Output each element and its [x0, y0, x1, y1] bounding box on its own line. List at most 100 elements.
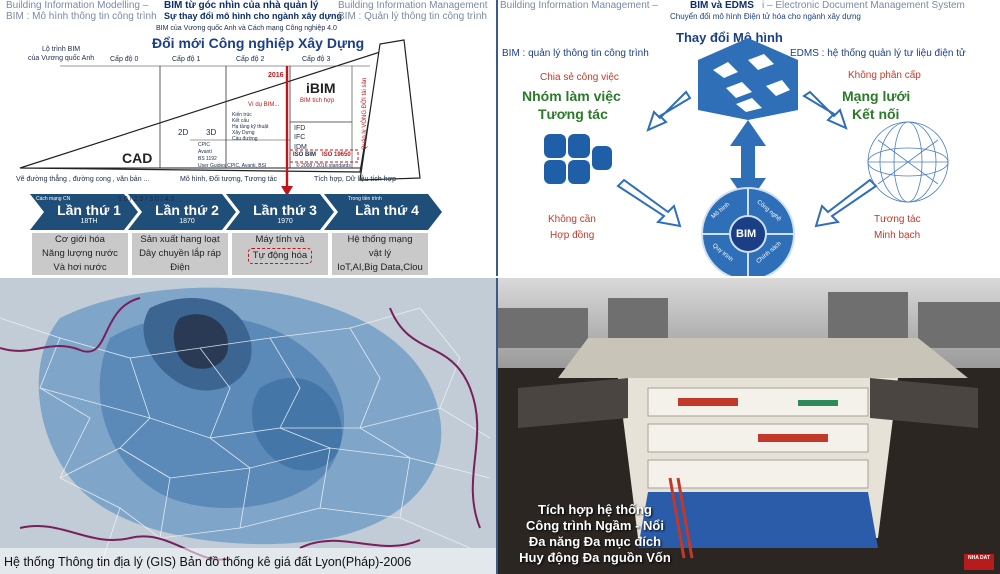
left-big-label-2: Tương tác — [538, 106, 608, 122]
underground-complex-panel: Tích hợp hệ thống Công trình Ngầm - Nổi … — [498, 278, 1000, 574]
stage-2-item: Sản xuất hang loạt — [140, 234, 220, 245]
gis-map-panel: Hệ thống Thông tin địa lý (GIS) Bản đồ t… — [0, 278, 496, 574]
discipline-0: Kiến trúc — [232, 112, 252, 118]
q2-header-right: i – Electronic Document Management Syste… — [762, 0, 965, 11]
edms-definition: EDMS : hệ thống quản lý tư liệu điện tử — [790, 48, 966, 59]
label-2d: 2D — [178, 128, 189, 137]
bim-center-label: BIM — [736, 228, 757, 240]
cad-label: CAD — [122, 150, 153, 166]
stage-3-label: Lần thứ 3 — [253, 202, 317, 218]
fish-school-icon — [698, 38, 798, 120]
caption-line: Tích hợp hệ thống — [538, 502, 652, 517]
right-big-label-1: Mạng lưới — [842, 88, 911, 104]
caption-line: Huy động Đa nguồn Vốn — [519, 550, 671, 565]
underground-caption: Tích hợp hệ thống Công trình Ngầm - Nổi … — [510, 502, 680, 566]
left-bottom-label-1: Không cần — [548, 214, 596, 225]
standard-0: CPIC — [198, 142, 210, 148]
level-3: Cấp độ 3 — [302, 56, 331, 63]
bim-wedge-diagram — [19, 39, 421, 196]
stage-2-item: Điện — [170, 262, 190, 273]
standard-3: User Guides CPIC, Avanti, BSI — [198, 163, 267, 169]
left-bottom-label-2: Hợp đồng — [550, 230, 595, 241]
level-0: Cấp độ 0 — [110, 56, 139, 63]
ibim-label: iBIM — [306, 80, 336, 96]
iso-19650: ISO 19650 — [322, 152, 351, 158]
watermark-logo: NHA DAT — [964, 554, 994, 570]
left-small-label: Chia sẻ công việc — [540, 72, 619, 83]
stage-3-year: 1970 — [277, 218, 293, 225]
underground-cutaway-illustration — [498, 278, 1000, 574]
revolution-label: Cách mạng CN — [36, 196, 71, 202]
year-2016: 2016 — [268, 72, 284, 79]
stage-4-box: Hệ thống mạng vật lý IoT,AI,Big Data,Clo… — [332, 233, 428, 275]
q1-header-title: BIM từ góc nhìn của nhà quản lý — [164, 0, 319, 11]
q2-header-left: Building Information Management – — [500, 0, 658, 11]
q1-header-mid-2: Sự thay đổi mô hình cho ngành xây dựng — [164, 11, 343, 21]
standard-1: Avanti — [198, 149, 212, 155]
bim-definition: BIM : quản lý thông tin công trình — [502, 48, 649, 59]
gis-choropleth-map — [0, 278, 496, 574]
bim-wheel-icon — [701, 187, 795, 276]
label-idm: IDM — [294, 144, 307, 151]
label-3d: 3D — [206, 128, 217, 137]
label-ifd: IFD — [294, 125, 306, 132]
stage-3-item-highlight: Tự động hóa — [247, 248, 313, 264]
industry-revolution-panel: Building Information Modelling – BIM từ … — [0, 0, 496, 276]
level-2: Cấp độ 2 — [236, 56, 265, 63]
stage-3-item: Máy tính và — [255, 234, 305, 245]
level-1: Cấp độ 1 — [172, 56, 201, 63]
right-small-label: Không phân cấp — [848, 70, 921, 81]
discipline-4: Cầu đường — [232, 136, 258, 142]
caption-line: Công trình Ngầm - Nổi — [526, 518, 664, 533]
bottom-left-caption: Vẽ đường thẳng , đường cong , văn bản ..… — [16, 176, 150, 183]
gis-caption-bar — [0, 548, 496, 574]
stage-1: Lần thứ 1 18TH — [40, 194, 152, 230]
q1-subtitle: BIM của Vương quốc Anh và Cách mạng Công… — [156, 25, 337, 32]
q1-title: Đổi mới Công nghiệp Xây Dựng — [152, 35, 365, 51]
roadmap-label: Lộ trình BIM của Vương quốc Anh — [28, 46, 95, 62]
bim-edms-panel: Building Information Management – BIM và… — [498, 0, 1000, 276]
outline-arrows — [616, 90, 878, 228]
stage-3: Lần thứ 3 1970 — [236, 194, 348, 230]
q1-header-right-2: BIM : Quản lý thông tin công trình — [338, 11, 487, 22]
stage-1-item: Và hơi nước — [53, 262, 107, 273]
q1-header-right: Building Information Management — [338, 0, 488, 11]
iso-bim: ISO BIM — [293, 152, 317, 158]
stage-2-label: Lần thứ 2 — [155, 202, 219, 218]
discipline-2: Hạ tầng kỹ thuật — [232, 124, 269, 130]
discipline-1: Kết cấu — [232, 118, 249, 124]
horizontal-divider — [0, 276, 1000, 278]
vertical-divider — [496, 0, 498, 574]
std-note: © 2008 / 2016 standards — [296, 163, 351, 169]
vidu-label: Ví dụ BIM... — [248, 102, 280, 108]
stage-4: Lần thứ 4 — [334, 194, 454, 230]
gis-caption: Hệ thống Thông tin địa lý (GIS) Bản đồ t… — [4, 555, 412, 569]
stage-4-label: Lần thứ 4 — [355, 202, 419, 218]
double-arrow-icon — [730, 120, 766, 204]
stage-2: Lần thứ 2 1870 — [138, 194, 250, 230]
q2-title: Thay đổi Mô hình — [676, 30, 783, 45]
network-globe-icon — [867, 121, 949, 203]
stage-1-item: Năng lượng nước — [42, 248, 118, 259]
q1-header-left-2: BIM : Mô hình thông tin công trình — [6, 11, 157, 22]
paradigm-diagram — [544, 38, 949, 276]
stage-1-box: Cơ giới hóa Năng lượng nước Và hơi nước — [32, 233, 128, 275]
stage-2-item: Dây chuyền lắp ráp — [139, 248, 221, 259]
stage-2-year: 1870 — [179, 218, 195, 225]
revolution-versions: 1.0 / 2.0 / 3.0 / 4.0 — [118, 196, 175, 203]
right-bottom-label-1: Tương tác — [874, 214, 921, 225]
right-bottom-label-2: Minh bạch — [874, 230, 921, 241]
bottom-mid-caption: Mô hình, Đối tượng, Tương tác — [180, 176, 278, 183]
stage-1-item: Cơ giới hóa — [55, 234, 105, 245]
ibim-sub: BIM tích hợp — [300, 98, 335, 104]
right-big-label-2: Kết nối — [852, 106, 900, 122]
revolution-arrows — [30, 194, 442, 230]
future-label: Trong tiền trình — [348, 196, 382, 202]
discipline-3: Xây Dựng — [232, 130, 255, 136]
q2-header-sub: Chuyển đổi mô hình Điện tử hóa cho ngành… — [670, 12, 861, 21]
stage-2-box: Sản xuất hang loạt Dây chuyền lắp ráp Đi… — [132, 233, 228, 275]
left-big-label-1: Nhóm làm việc — [522, 88, 621, 104]
stage-3-box: Máy tính và Tự động hóa — [232, 233, 328, 275]
standard-2: BS 1192 — [198, 156, 217, 162]
stage-4-item: IoT,AI,Big Data,Clou — [337, 262, 423, 273]
